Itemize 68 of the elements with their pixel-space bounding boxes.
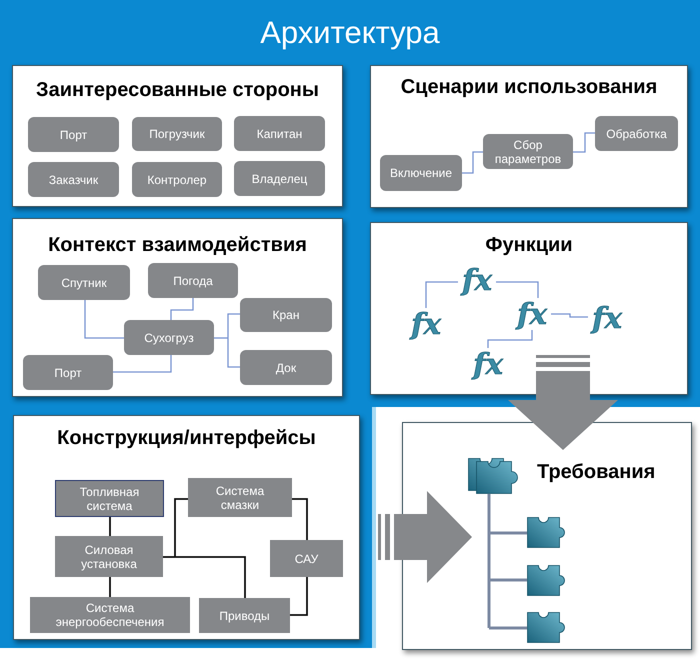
process-box: Система смазки — [188, 478, 292, 517]
connector-line — [488, 532, 527, 534]
section-heading: Контекст взаимодействия — [48, 233, 307, 258]
connector-line — [551, 313, 588, 318]
puzzle-piece-icon — [527, 612, 565, 643]
puzzle-pieces-icon — [468, 458, 518, 494]
process-box: Включение — [380, 155, 462, 191]
puzzle-piece-icon — [527, 565, 565, 596]
section-panel — [370, 65, 688, 208]
connector-line — [227, 337, 240, 368]
section-heading: Конструкция/интерфейсы — [57, 426, 316, 451]
block-arrow — [378, 491, 472, 583]
process-box: Кран — [240, 298, 332, 332]
process-box: Владелец — [234, 161, 325, 196]
process-box: Система энергообеспечения — [30, 597, 190, 633]
process-box: Погода — [148, 263, 238, 298]
connector-line — [227, 313, 240, 339]
connector-line — [496, 281, 539, 298]
block-arrow — [508, 355, 618, 450]
connector-line — [174, 498, 188, 558]
connector-line — [573, 132, 595, 153]
connector-line — [214, 337, 228, 339]
function-symbol: fx — [458, 264, 496, 296]
connector-line — [113, 355, 172, 373]
process-box: Топливная система — [55, 480, 164, 517]
connector-line — [487, 330, 533, 348]
section-panel — [12, 218, 343, 397]
connector-line — [175, 556, 246, 598]
connector-line — [292, 498, 308, 540]
process-box: Порт — [23, 355, 113, 390]
connector-line — [488, 626, 527, 630]
process-box: САУ — [270, 540, 343, 577]
connector-line — [290, 577, 308, 616]
function-symbol: fx — [407, 308, 445, 340]
connector-line — [109, 577, 111, 597]
process-box: Сбор параметров — [483, 134, 573, 169]
function-symbol: fx — [469, 348, 507, 380]
connector-line — [488, 494, 490, 628]
section-heading: Функции — [485, 233, 573, 258]
function-symbol: fx — [588, 302, 626, 334]
connector-line — [170, 298, 194, 320]
section-panel — [13, 415, 360, 640]
process-box: Силовая установка — [55, 536, 163, 577]
process-box: Порт — [28, 117, 119, 152]
connector-line — [163, 556, 175, 558]
connector-line — [488, 578, 527, 582]
page-title: Архитектура — [260, 14, 440, 52]
section-heading: Требования — [537, 460, 656, 485]
section-panel — [370, 222, 688, 395]
process-box: Заказчик — [28, 162, 119, 197]
puzzle-piece-icon — [527, 517, 565, 548]
process-box: Погрузчик — [132, 117, 222, 151]
function-symbol: fx — [513, 298, 551, 330]
connector-line — [425, 281, 458, 308]
connector-line — [109, 517, 111, 536]
section-heading: Сценарии использования — [400, 75, 658, 100]
process-box: Док — [240, 350, 332, 385]
process-box: Приводы — [199, 598, 290, 633]
process-box: Контролер — [132, 162, 222, 197]
section-panel — [402, 422, 692, 650]
process-box: Спутник — [38, 265, 130, 300]
section-panel — [12, 65, 343, 207]
section-heading: Заинтересованные стороны — [36, 78, 319, 103]
process-box: Обработка — [595, 116, 678, 151]
process-box: Капитан — [234, 116, 325, 151]
process-box: Сухогруз — [124, 320, 214, 355]
connector-line — [462, 151, 483, 174]
connector-line — [84, 300, 124, 339]
